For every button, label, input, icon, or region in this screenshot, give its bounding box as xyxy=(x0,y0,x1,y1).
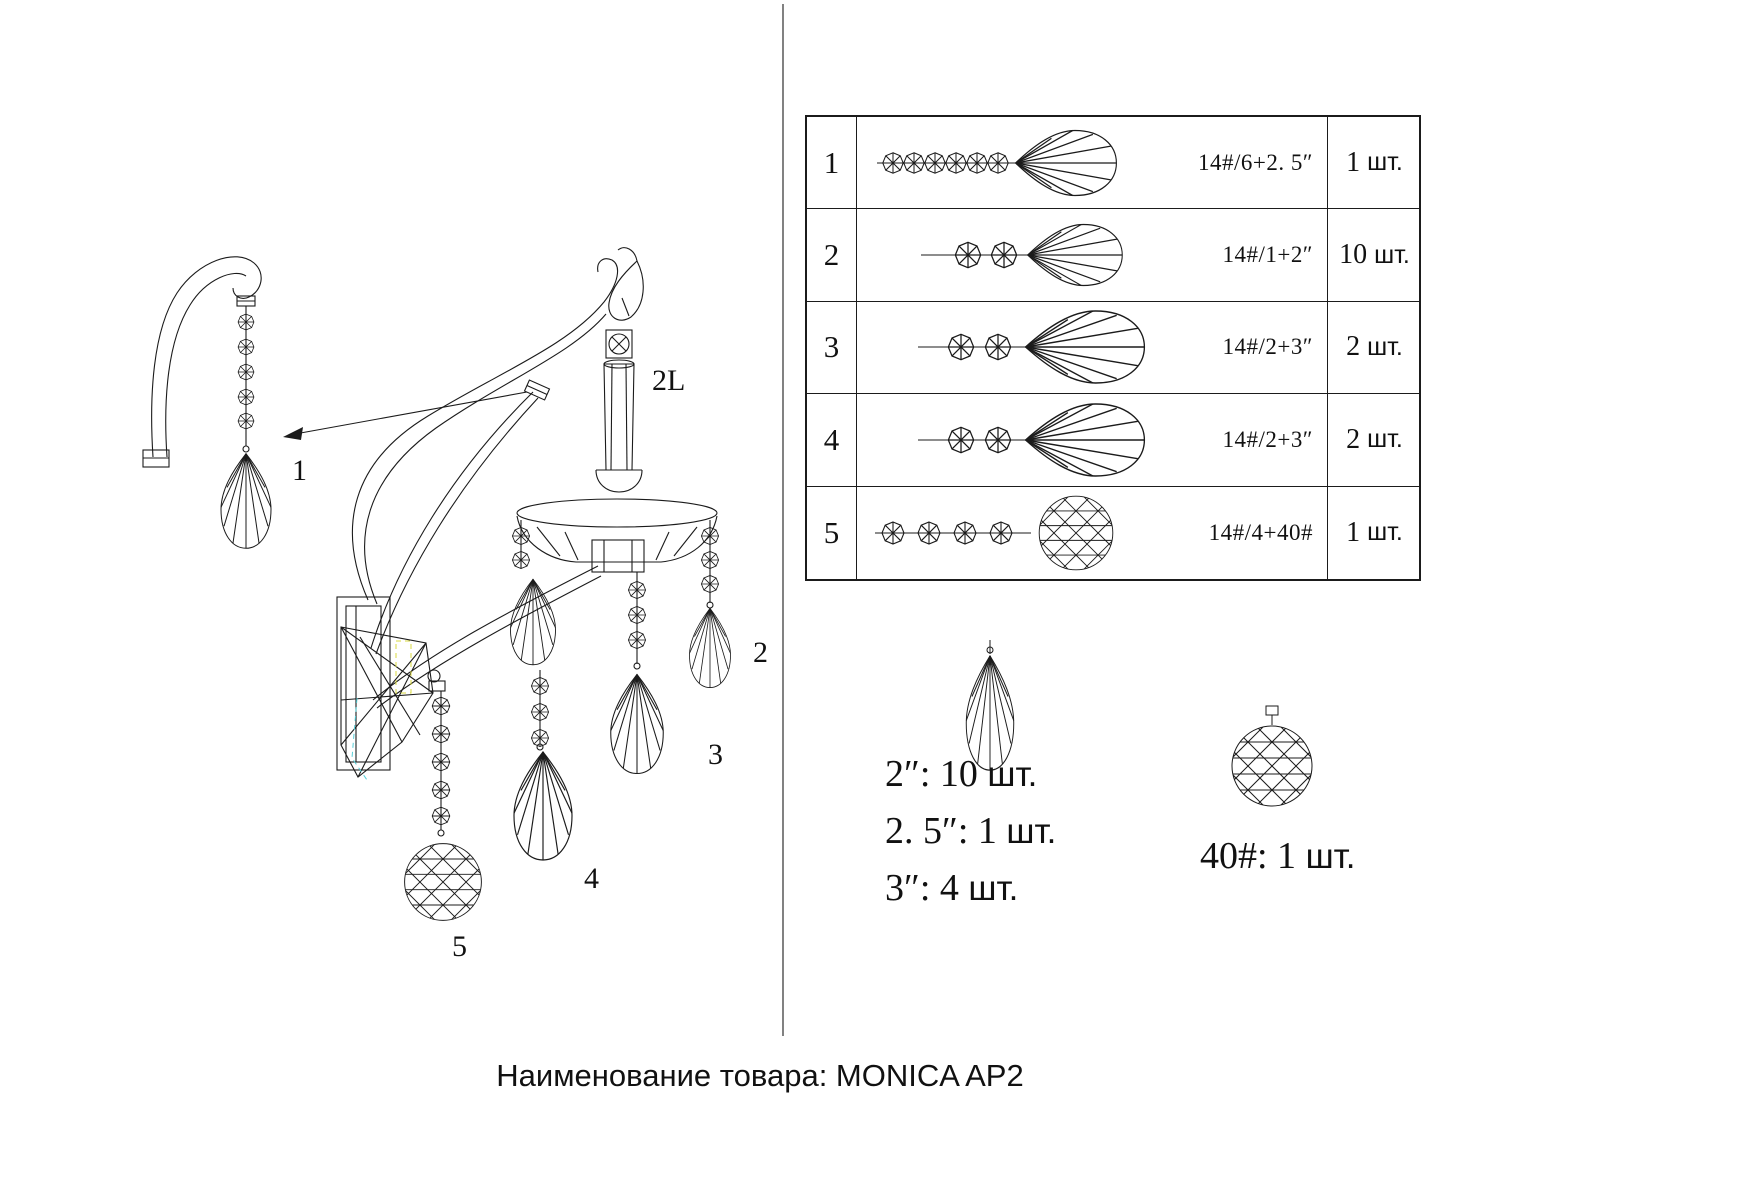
label-part-1: 1 xyxy=(292,454,307,487)
row-diagram: 14#/1+2″ xyxy=(857,209,1328,302)
label-part-4: 4 xyxy=(584,862,599,895)
legend-teardrop-text: 2″: 10 шт. 2. 5″: 1 шт. 3″: 4 шт. xyxy=(885,746,1056,917)
row-number-text: 5 xyxy=(823,514,840,550)
detail-arm xyxy=(142,256,262,468)
fixture-arms xyxy=(351,258,619,709)
chain-diagram-5 xyxy=(875,487,1203,579)
legend-line: 2″: 10 шт. xyxy=(885,746,1056,803)
bobeche-dish xyxy=(516,498,718,573)
legend-line: 2. 5″: 1 шт. xyxy=(885,803,1056,860)
pointer-arrow xyxy=(283,391,528,440)
qty-unit: шт. xyxy=(1367,425,1403,454)
legend-unit: шт. xyxy=(968,869,1019,908)
sconce-technical-drawing: 1 2L 2 3 4 5 xyxy=(142,4,784,1036)
chain-diagram-4 xyxy=(918,403,1146,477)
part-code: 14#/2+3″ xyxy=(1222,426,1313,452)
legend-unit: шт. xyxy=(1305,837,1356,876)
row-number: 3 xyxy=(807,301,857,395)
chain-diagram-3 xyxy=(918,310,1146,385)
row-number: 5 xyxy=(807,486,857,579)
label-part-3: 3 xyxy=(708,738,723,771)
qty-unit: шт. xyxy=(1367,148,1403,177)
qty-number: 1 xyxy=(1346,516,1361,548)
pendant-chain-3 xyxy=(610,572,664,775)
legend-unit: шт. xyxy=(1006,812,1057,851)
row-diagram: 14#/4+40# xyxy=(857,487,1328,579)
row-number: 2 xyxy=(807,209,857,302)
pendant-chain-1 xyxy=(220,295,272,549)
legend-size-count: 3″: 4 xyxy=(885,867,959,909)
row-number-text: 4 xyxy=(823,421,840,457)
row-number-text: 2 xyxy=(823,237,840,273)
row-diagram: 14#/6+2. 5″ xyxy=(857,117,1328,210)
row-number: 4 xyxy=(807,394,857,487)
label-part-5: 5 xyxy=(452,930,467,963)
qty-number: 2 xyxy=(1346,423,1361,455)
pendant-chain-2 xyxy=(689,520,731,689)
legend-ball-text: 40#: 1 шт. xyxy=(1200,834,1356,878)
part-code: 14#/1+2″ xyxy=(1222,242,1313,268)
wall-backplate xyxy=(336,596,391,771)
label-lamp-count: 2L xyxy=(652,364,685,397)
row-number-text: 3 xyxy=(823,329,840,365)
legend-size-count: 2. 5″: 1 xyxy=(885,810,997,852)
bulb-icon xyxy=(608,333,630,355)
accent-dashes xyxy=(351,640,412,781)
qty-number: 1 xyxy=(1346,146,1361,178)
bulb-socket xyxy=(605,329,633,359)
row-diagram: 14#/2+3″ xyxy=(857,394,1328,487)
row-diagram: 14#/2+3″ xyxy=(857,301,1328,395)
legend-unit: шт. xyxy=(987,755,1038,794)
part-code: 14#/6+2. 5″ xyxy=(1198,149,1313,175)
qty-unit: шт. xyxy=(1367,518,1403,547)
legend-ball-drawing xyxy=(1222,700,1322,815)
chain-diagram-2 xyxy=(921,223,1123,287)
arm-clamp xyxy=(523,379,551,401)
chain-diagram-1 xyxy=(877,129,1118,196)
row-number-text: 1 xyxy=(823,144,840,180)
qty-number: 2 xyxy=(1346,331,1361,363)
candle xyxy=(595,247,644,493)
legend-teardrop-drawing xyxy=(965,640,1015,771)
row-number: 1 xyxy=(807,117,857,210)
legend-size-count: 40#: 1 xyxy=(1200,835,1297,877)
backplate-crystal xyxy=(340,626,441,778)
qty-number: 10 xyxy=(1339,239,1368,271)
product-caption: Наименование товара: MONICA AP2 xyxy=(496,1058,1024,1093)
pendant-chain-4 xyxy=(509,520,573,861)
legend-line: 3″: 4 шт. xyxy=(885,860,1056,917)
part-code: 14#/2+3″ xyxy=(1222,334,1313,360)
part-code: 14#/4+40# xyxy=(1208,519,1313,545)
pendant-chain-5 xyxy=(385,680,500,986)
legend-size-count: 2″: 10 xyxy=(885,753,978,795)
qty-unit: шт. xyxy=(1374,240,1410,269)
qty-unit: шт. xyxy=(1367,332,1403,361)
label-part-2: 2 xyxy=(753,636,768,669)
